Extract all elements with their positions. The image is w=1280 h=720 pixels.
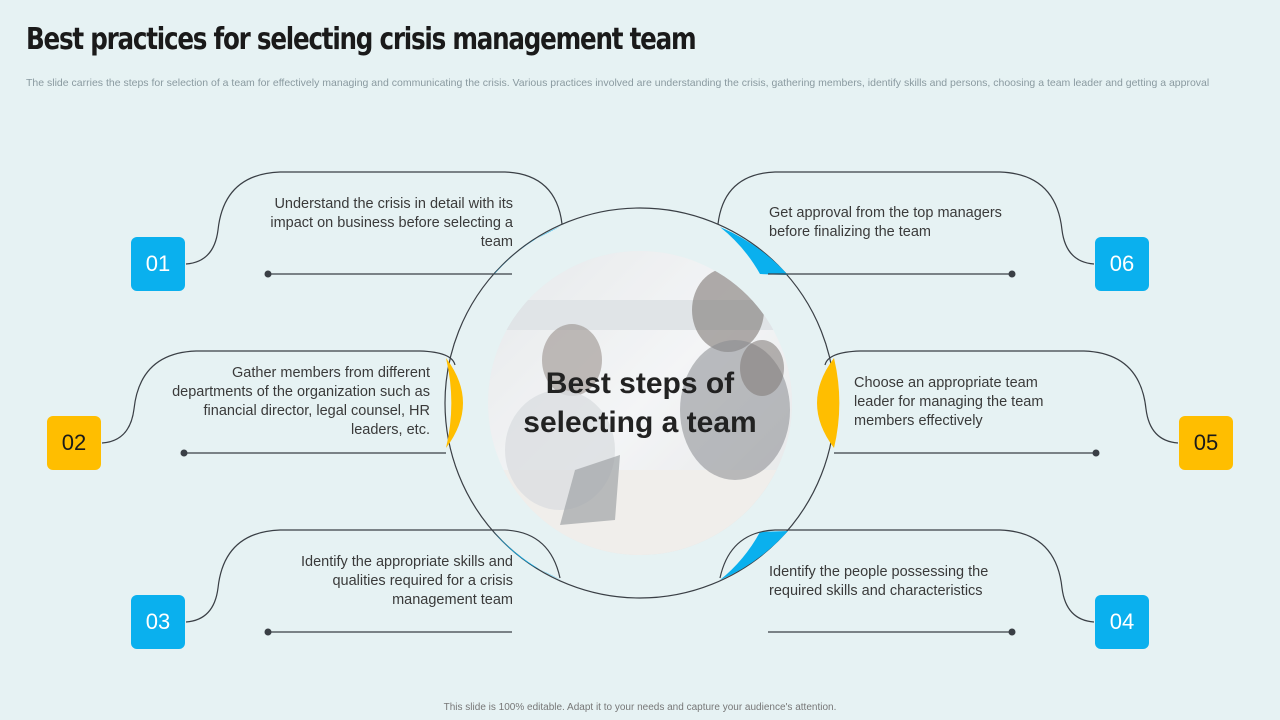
slide-footer: This slide is 100% editable. Adapt it to…: [443, 702, 837, 713]
step-04-number-badge: 04: [1095, 595, 1149, 649]
slide-subtitle: The slide carries the steps for selectio…: [26, 77, 1210, 89]
connector-06: [717, 171, 1095, 265]
step-05-number-badge: 05: [1179, 416, 1233, 470]
step-06-text: Get approval from the top managers befor…: [769, 205, 1002, 240]
step-05-text: Choose an appropriate team leader for ma…: [854, 375, 1044, 429]
center-label: Best steps of selecting a team: [523, 367, 757, 439]
connector-05: [824, 350, 1179, 444]
arc-06: [720, 227, 788, 275]
team-photo: [488, 251, 792, 555]
connector-02: [101, 350, 456, 444]
connector-04: [719, 529, 1095, 623]
slide-title: Best practices for selecting crisis mana…: [26, 22, 697, 57]
arc-04: [720, 531, 788, 580]
connector-01: [185, 171, 563, 265]
arc-02: [446, 358, 463, 448]
step-03-text: Identify the appropriate skills and qual…: [301, 554, 513, 608]
arc-05: [817, 358, 840, 448]
step-06-number-badge: 06: [1095, 237, 1149, 291]
connector-03: [185, 529, 561, 623]
step-02-text: Gather members from different department…: [172, 365, 430, 438]
step-04-text: Identify the people possessing the requi…: [769, 564, 989, 599]
step-01-text: Understand the crisis in detail with its…: [270, 196, 513, 250]
step-02-number-badge: 02: [47, 416, 101, 470]
step-03-number-badge: 03: [131, 595, 185, 649]
step-01-number-badge: 01: [131, 237, 185, 291]
